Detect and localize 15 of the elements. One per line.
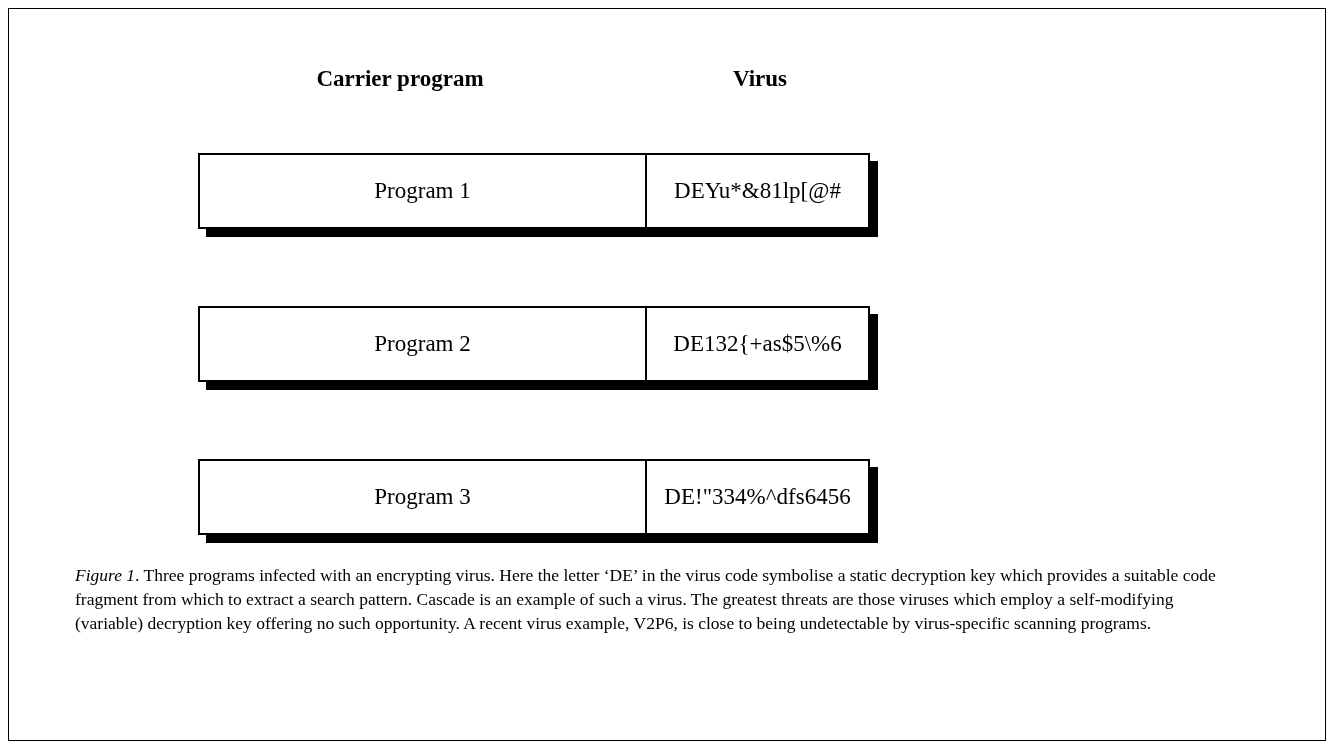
program-cell	[198, 153, 647, 229]
virus-code: DE!"334%^dfs6456	[664, 484, 851, 510]
program-cell	[198, 306, 647, 382]
column-heading: Virus	[732, 66, 788, 92]
virus-code-cell	[645, 306, 870, 382]
figure-caption: Figure 1. Three programs infected with an encrypting virus. Here the letter ‘DE’ in the virus code symbolise a static decryption key which provides a suitable code fragment from which to extract a search pattern. Cascade is an example of such a virus. The greatest threats are those viruses which employ a self-modifying (variable) decryption key offering no such opportunity. A recent virus example, V2P6, is close to being undetectable by virus-specific scanning programs.	[75, 564, 1217, 635]
virus-code: DE132{+as$5\%6	[673, 331, 842, 357]
program-name: Program 2	[374, 331, 471, 357]
program-name: Program 3	[374, 484, 471, 510]
program-name: Program 1	[374, 178, 471, 204]
virus-code-cell	[645, 153, 870, 229]
column-heading: Carrier program	[316, 66, 484, 92]
virus-code: DEYu*&81lp[@#	[674, 178, 841, 204]
program-cell	[198, 459, 647, 535]
virus-code-cell	[645, 459, 870, 535]
